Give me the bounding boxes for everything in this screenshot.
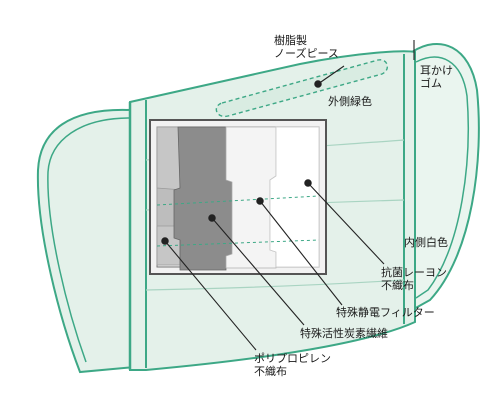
mask-left-fold	[36, 108, 147, 374]
pleat-line-3	[145, 279, 405, 291]
layer-carbon	[173, 126, 233, 271]
label-inner-color: 内側白色	[404, 236, 448, 249]
label-electret: 特殊静電フィルター	[336, 306, 435, 319]
leader-nose-dot	[314, 80, 322, 88]
label-polypropylene: ポリプロピレン 不織布	[254, 352, 331, 378]
leader-electret	[259, 200, 343, 306]
mask-left-fold-inner	[47, 117, 131, 363]
layer-antibacterial	[269, 126, 320, 268]
leader-carbon	[211, 217, 305, 326]
label-outer-color: 外側緑色	[328, 95, 372, 108]
label-nose-piece: 樹脂製 ノーズピース	[274, 34, 339, 60]
layer-electret	[225, 126, 277, 269]
label-antibacterial: 抗菌レーヨン 不織布	[381, 266, 447, 292]
leader-nose	[317, 65, 345, 85]
ear-loop-inner-shape	[415, 56, 469, 299]
leader-antibacterial	[307, 182, 385, 265]
label-ear-loop: 耳かけ ゴム	[420, 64, 453, 90]
label-carbon: 特殊活性炭素繊維	[300, 327, 388, 340]
leader-polypropylene	[164, 240, 257, 351]
nose-piece-shape	[215, 59, 389, 118]
ear-loop-shape	[411, 43, 480, 312]
